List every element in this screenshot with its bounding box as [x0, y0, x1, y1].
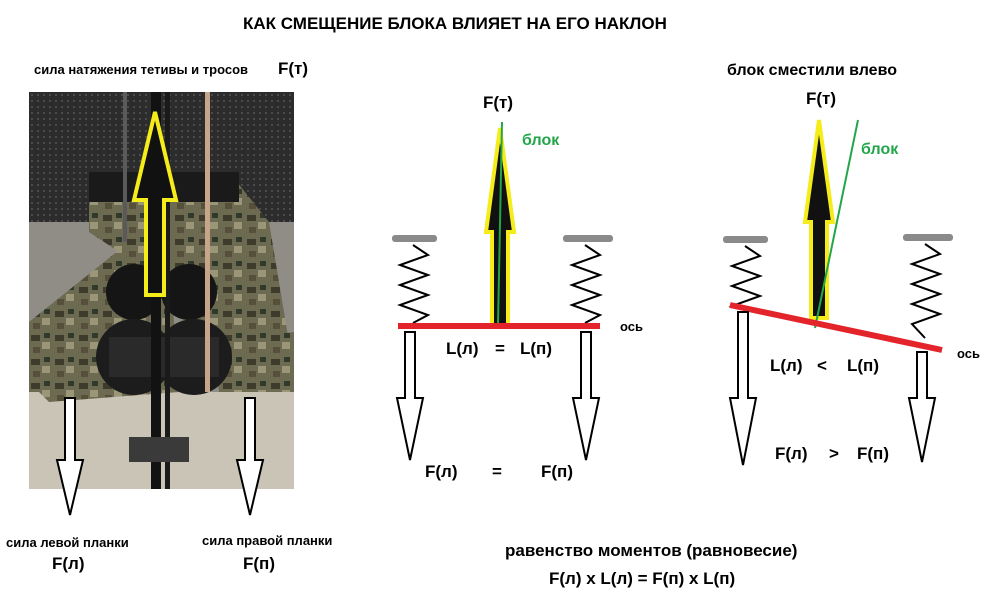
tension-force-symbol: F(т)	[278, 59, 309, 78]
center-axis-label: ось	[620, 319, 643, 334]
right-axis-label: ось	[957, 346, 980, 361]
center-force-right: F(п)	[541, 462, 573, 481]
right-axis-line	[729, 302, 943, 353]
right-limb-symbol: F(п)	[243, 554, 275, 573]
right-right-force-arrow	[907, 351, 937, 463]
right-diagram-heading: блок сместили влево	[727, 62, 897, 79]
center-left-force-arrow	[395, 331, 425, 461]
right-tension-arrow	[802, 119, 836, 320]
right-block-label: блок	[861, 141, 899, 158]
center-force-left: F(л)	[425, 462, 458, 481]
main-title: КАК СМЕЩЕНИЕ БЛОКА ВЛИЯЕТ НА ЕГО НАКЛОН	[243, 14, 667, 33]
tension-force-label: сила натяжения тетивы и тросов	[34, 62, 249, 77]
left-limb-symbol: F(л)	[52, 554, 85, 573]
right-left-spring	[723, 236, 768, 310]
footer-line1: равенство моментов (равновесие)	[505, 541, 798, 560]
right-arm-right: L(п)	[847, 356, 879, 375]
right-limb-label: сила правой планки	[202, 533, 333, 548]
center-right-force-arrow	[571, 331, 601, 461]
center-block-line	[497, 121, 503, 326]
center-arm-left: L(л)	[446, 339, 479, 358]
right-right-spring	[903, 234, 953, 339]
center-arm-right: L(п)	[520, 339, 552, 358]
right-arm-left: L(л)	[770, 356, 803, 375]
center-top-force-symbol: F(т)	[483, 93, 514, 112]
right-top-force-symbol: F(т)	[806, 89, 837, 108]
center-block-label: блок	[522, 132, 560, 149]
center-left-spring	[392, 235, 437, 324]
footer-formula: F(л) x L(л) = F(п) x L(п)	[549, 569, 736, 588]
left-limb-label: сила левой планки	[6, 535, 129, 550]
right-limb-force-arrow	[235, 397, 265, 516]
center-force-op: =	[492, 462, 502, 481]
left-limb-force-arrow	[55, 397, 85, 516]
right-block-line	[814, 119, 859, 329]
right-force-left: F(л)	[775, 444, 808, 463]
right-left-force-arrow	[728, 311, 758, 466]
right-force-op: >	[829, 444, 839, 463]
center-right-spring	[563, 235, 613, 324]
center-arm-op: =	[495, 339, 505, 358]
right-arm-op: <	[817, 356, 827, 375]
right-force-right: F(п)	[857, 444, 889, 463]
tension-arrow-photo	[131, 111, 179, 297]
